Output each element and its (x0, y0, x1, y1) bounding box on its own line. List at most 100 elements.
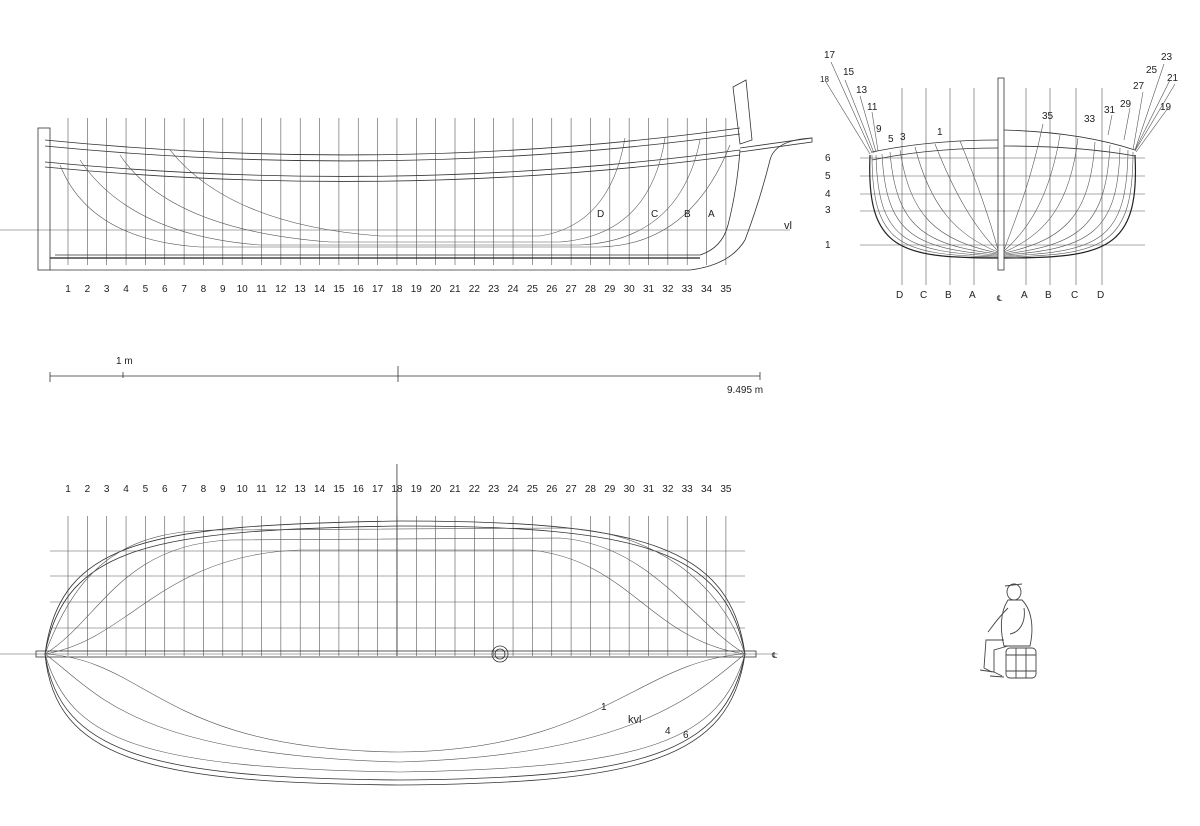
mast-step-outer (491, 645, 509, 663)
plan-centerline-label: ℄ (772, 651, 778, 660)
plan-waterline-grid (50, 550, 745, 629)
station-label: 13 (295, 284, 307, 295)
station-label: 18 (391, 284, 403, 295)
svg-text:23: 23 (1161, 52, 1173, 63)
buttock-label-D: D (597, 209, 604, 220)
body-sheer-left (871, 139, 999, 153)
station-label: 5 (143, 284, 149, 295)
station-label: 16 (353, 484, 365, 495)
scale-bar: 1 m 9.495 m (49, 356, 763, 396)
station-label: 24 (507, 484, 519, 495)
station-label: 14 (314, 484, 326, 495)
svg-text:33: 33 (1084, 114, 1096, 125)
station-label: 13 (295, 484, 307, 495)
station-label: 15 (333, 484, 345, 495)
svg-text:15: 15 (843, 67, 855, 78)
station-label: 21 (449, 284, 461, 295)
svg-text:B: B (1045, 290, 1052, 301)
station-label: 17 (372, 284, 384, 295)
station-label: 19 (411, 284, 423, 295)
station-label: 12 (275, 484, 287, 495)
buttock-D (169, 137, 626, 237)
svg-text:5: 5 (888, 134, 894, 145)
body-wl-label-3: 3 (825, 205, 831, 216)
body-waterline-labels: 6 5 4 3 1 (825, 153, 831, 251)
station-label: 34 (701, 484, 713, 495)
body-leader-lines (825, 61, 1176, 155)
body-wl-label-6: 6 (825, 153, 831, 164)
station-label: 10 (237, 484, 249, 495)
plan-keel (35, 650, 757, 658)
buttock-label-B: B (684, 209, 691, 220)
station-label: 3 (104, 484, 110, 495)
body-sections-aft (869, 140, 999, 259)
svg-text:D: D (1097, 290, 1104, 301)
buttock-B (79, 139, 701, 246)
plan-kvl-label: kvl (628, 714, 641, 726)
sternpost (37, 127, 51, 271)
plan-waterline-4-upper (44, 537, 746, 655)
svg-text:35: 35 (1042, 111, 1054, 122)
station-label: 31 (643, 284, 655, 295)
buttock-labels: D C B A (597, 209, 715, 220)
station-label: 18 (391, 484, 403, 495)
plan-wl-label-1: 1 (601, 702, 607, 713)
station-label: 17 (372, 484, 384, 495)
plan-station-grid (67, 464, 727, 656)
station-label: 30 (624, 284, 636, 295)
station-label: 29 (604, 484, 616, 495)
gunwale-line-2 (44, 154, 741, 182)
body-buttock-verticals (901, 88, 1103, 285)
svg-text:A: A (1021, 290, 1028, 301)
station-label: 26 (546, 484, 558, 495)
station-label: 22 (469, 484, 481, 495)
station-label: 35 (720, 284, 732, 295)
svg-text:19: 19 (1160, 102, 1172, 113)
plan-waterline-6-lower (44, 653, 746, 773)
station-label: 1 (65, 484, 71, 495)
station-label: 25 (527, 284, 539, 295)
station-label: 26 (546, 284, 558, 295)
station-label: 6 (162, 284, 168, 295)
svg-text:C: C (920, 290, 927, 301)
bowsprit (739, 137, 813, 153)
station-label: 30 (624, 484, 636, 495)
rabbet-line (55, 224, 729, 256)
station-label: 11 (256, 284, 267, 295)
svg-text:17: 17 (824, 50, 836, 61)
mast-step-inner (494, 648, 506, 660)
station-label: 14 (314, 284, 326, 295)
body-wl-label-4: 4 (825, 189, 831, 200)
svg-text:21: 21 (1167, 73, 1179, 84)
station-label: 21 (449, 484, 461, 495)
plan-waterline-labels: 1 kvl 4 6 (601, 702, 689, 741)
station-label: 19 (411, 484, 423, 495)
station-label: 32 (662, 284, 674, 295)
body-station-labels-aft: 17 15 18 13 11 9 5 3 1 (820, 50, 943, 145)
station-label: 33 (682, 484, 694, 495)
body-wl-label-5: 5 (825, 171, 831, 182)
body-sheer-right-2 (1003, 145, 1136, 157)
scale-label-1m: 1 m (116, 356, 133, 367)
station-label: 35 (720, 484, 732, 495)
station-label: 23 (488, 484, 500, 495)
svg-text:29: 29 (1120, 99, 1132, 110)
station-label: 8 (201, 284, 207, 295)
svg-text:D: D (896, 290, 903, 301)
station-label: 20 (430, 484, 442, 495)
stem-outer (744, 137, 813, 241)
plan-waterline-1-lower (44, 653, 746, 753)
station-label: 33 (682, 284, 694, 295)
svg-text:13: 13 (856, 85, 868, 96)
keel-bottom (50, 239, 746, 271)
body-sections-fore (1003, 123, 1137, 259)
body-station-labels-fore: 23 25 21 27 19 29 31 33 35 (1042, 52, 1179, 125)
station-label: 28 (585, 284, 597, 295)
station-label: 31 (643, 484, 655, 495)
svg-text:1: 1 (937, 127, 943, 138)
station-label: 32 (662, 484, 674, 495)
gunwale-line (44, 149, 741, 177)
